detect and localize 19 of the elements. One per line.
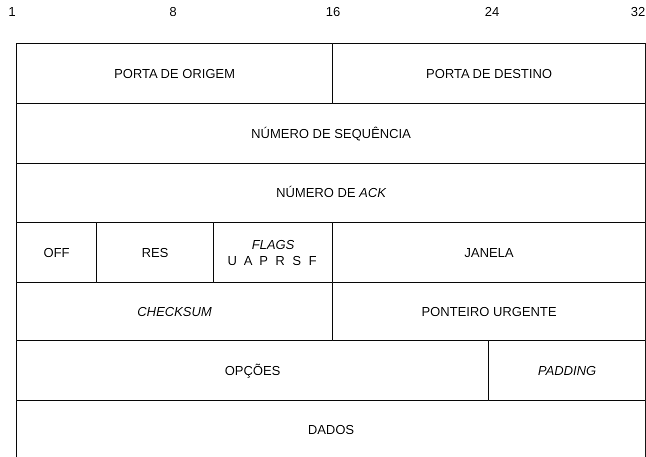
field-name: PADDING bbox=[538, 362, 596, 378]
bit-number: 8 bbox=[169, 4, 177, 19]
bit-number: 16 bbox=[326, 4, 340, 19]
bit-number: 24 bbox=[484, 4, 500, 19]
field-name: NÚMERO DE SEQUÊNCIA bbox=[251, 126, 411, 142]
field-name: FLAGS bbox=[252, 236, 294, 252]
field-name: PORTA DE ORIGEM bbox=[114, 66, 235, 82]
field-name: OPÇÕES bbox=[224, 362, 280, 378]
field-name: DADOS bbox=[308, 422, 354, 438]
field-name: CHECKSUM bbox=[137, 304, 212, 320]
field-name: OFF bbox=[44, 244, 70, 260]
field-name: PONTEIRO URGENTE bbox=[421, 304, 557, 320]
field-name: NÚMERO DE ACK bbox=[276, 185, 386, 201]
field-name: U A P R S F bbox=[227, 252, 319, 268]
bit-number: 32 bbox=[630, 4, 646, 19]
field-name: RES bbox=[142, 244, 168, 260]
field-name: PORTA DE DESTINO bbox=[426, 66, 552, 82]
field-name: JANELA bbox=[464, 244, 514, 260]
bit-number: 1 bbox=[8, 4, 16, 19]
